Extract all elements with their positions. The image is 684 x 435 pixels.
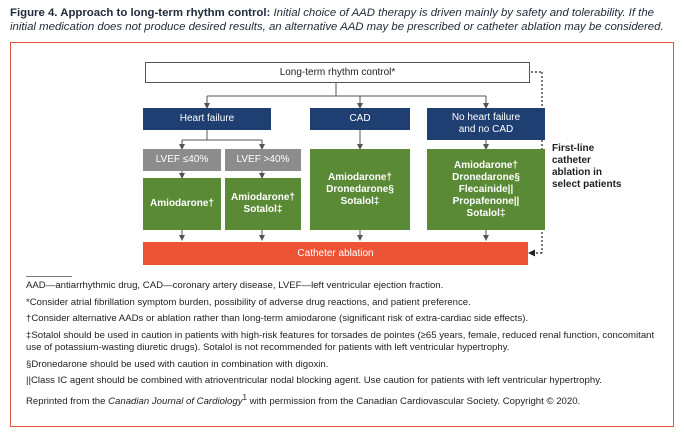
journal-name: Canadian Journal of Cardiology (108, 395, 243, 407)
drug-text: Dronedarone§ (326, 183, 394, 195)
box-cad: CAD (310, 108, 410, 130)
box-no-hf-no-cad: No heart failure and no CAD (427, 108, 545, 140)
drug-text: Amiodarone† (231, 192, 295, 203)
reprint-pre: Reprinted from the (26, 395, 109, 407)
box-drug-hf-low: Amiodarone† (143, 178, 221, 230)
box-lvef-low: LVEF ≤40% (143, 149, 221, 171)
drug-text: Amiodarone† (454, 159, 518, 171)
footnote: AAD—antiarrhythmic drug, CAD—coronary ar… (26, 280, 444, 291)
reprint-note: Reprinted from the Canadian Journal of C… (26, 392, 666, 409)
no-hf-line-2: and no CAD (458, 124, 514, 135)
drug-text: Flecainide|| (458, 183, 514, 195)
footnote: †Consider alternative AADs or ablation r… (26, 313, 529, 324)
figure-caption: Figure 4. Approach to long-term rhythm c… (10, 6, 676, 34)
drug-text: Amiodarone† (328, 171, 392, 183)
side-line: select patients (552, 179, 622, 190)
box-lvef-high: LVEF >40% (225, 149, 301, 171)
footnote: ‡Sotalol should be used in caution in pa… (26, 329, 655, 354)
side-line: ablation in (552, 167, 602, 178)
reprint-post: with permission from the Canadian Cardio… (246, 395, 581, 407)
caption-text: Initial choice of AAD therapy is driven … (10, 7, 664, 33)
footnote: *Consider atrial fibrillation symptom bu… (26, 296, 471, 308)
caption-lead: Figure 4. Approach to long-term rhythm c… (10, 7, 271, 19)
figure-frame (10, 42, 674, 427)
footnote-divider (26, 276, 72, 277)
drug-text: Sotalol‡ (340, 195, 380, 207)
footnotes: AAD—antiarrhythmic drug, CAD—coronary ar… (26, 280, 666, 412)
box-long-term-rhythm-control: Long-term rhythm control* (145, 62, 530, 83)
drug-text: Propafenone|| (452, 195, 520, 207)
footnote: §Dronedarone should be used with caution… (26, 358, 329, 370)
drug-text: Sotalol‡ (466, 207, 506, 219)
footnote: ||Class IC agent should be combined with… (26, 375, 602, 386)
dashed-arrowhead (528, 249, 535, 257)
no-hf-line-1: No heart failure (451, 112, 521, 123)
box-drug-hf-high: Amiodarone† Sotalol‡ (225, 178, 301, 230)
box-catheter-ablation: Catheter ablation (143, 242, 528, 265)
side-line: catheter (552, 155, 591, 166)
drug-text: Sotalol‡ (243, 204, 283, 215)
box-drug-cad: Amiodarone† Dronedarone§ Sotalol‡ (310, 149, 410, 230)
reference-mark: 1 (242, 392, 247, 402)
box-heart-failure: Heart failure (143, 108, 271, 130)
drug-text: Dronedarone§ (452, 171, 520, 183)
side-line: First-line (552, 143, 595, 154)
box-drug-none: Amiodarone† Dronedarone§ Flecainide|| Pr… (427, 149, 545, 230)
first-line-ablation-label: First-line catheter ablation in select p… (552, 143, 632, 191)
